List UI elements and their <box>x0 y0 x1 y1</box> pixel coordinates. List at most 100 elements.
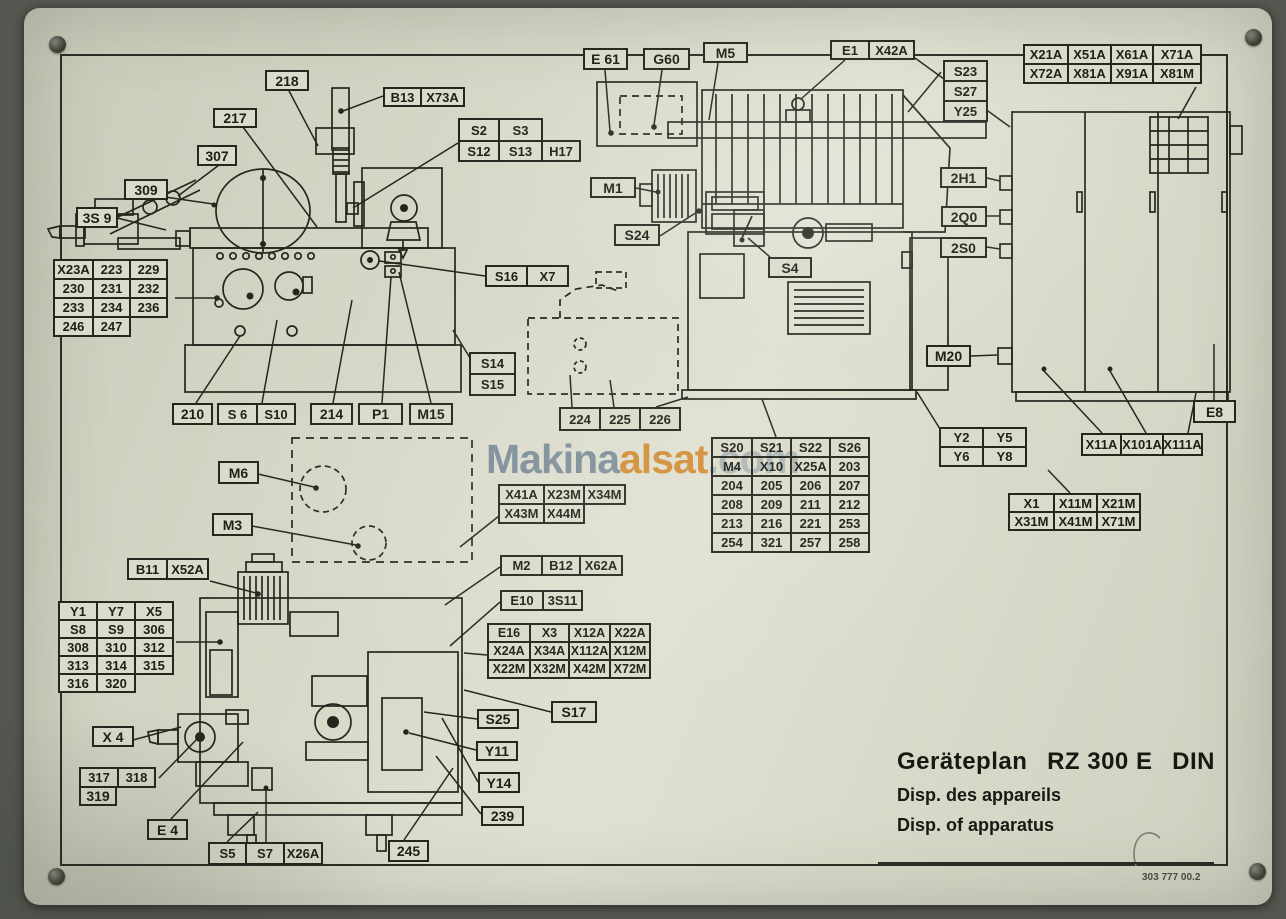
table-cell: X41A <box>498 484 545 505</box>
callout-s4: S4 <box>768 257 812 278</box>
table-cell: X32M <box>529 659 570 679</box>
callout-x42a: X42A <box>868 40 915 60</box>
table-cell: Y8 <box>982 446 1027 467</box>
table-y1: Y1 Y7 X5 S8 S9 306 308 310 312 313 314 3… <box>58 601 174 693</box>
callout-b13-x73a: B13 X73A <box>383 87 465 107</box>
callout-s7: S7 <box>245 842 285 865</box>
table-cell: X12M <box>609 641 651 661</box>
callout-s16-x7: S16 X7 <box>485 265 569 287</box>
table-cell: 308 <box>58 637 98 657</box>
callout-s5: S5 <box>208 842 247 865</box>
callout-226: 226 <box>639 407 681 431</box>
callout-x62a: X62A <box>579 555 623 576</box>
title-rule <box>878 862 1214 864</box>
doc-number: 303 777 00.2 <box>1142 872 1201 883</box>
callout-3s11: 3S11 <box>542 590 583 611</box>
callout-b11-x52a: B11 X52A <box>127 558 209 580</box>
callout-e1: E1 <box>830 40 870 60</box>
table-cell: X1 <box>1008 493 1055 513</box>
table-cell: 216 <box>751 513 792 534</box>
callout-239: 239 <box>481 806 524 826</box>
callout-s10: S10 <box>256 403 296 425</box>
table-cell: X31M <box>1008 511 1055 531</box>
table-e16: E16 X3 X12A X22A X24A X34A X112A X12M X2… <box>487 623 651 679</box>
callout-224: 224 <box>559 407 601 431</box>
callout-318: 318 <box>117 767 156 788</box>
table-cell: 306 <box>134 619 174 639</box>
table-cell: X21M <box>1096 493 1141 513</box>
table-cell: 313 <box>58 655 98 675</box>
callout-e10: E10 <box>500 590 544 611</box>
table-cell: X72A <box>1023 63 1069 84</box>
table-cell: 233 <box>53 297 94 318</box>
table-cell: X44M <box>543 503 585 524</box>
table-cell: X21A <box>1023 44 1069 65</box>
table-cell: Y2 <box>939 427 984 448</box>
table-cell: X71A <box>1152 44 1202 65</box>
callout-s12: S12 <box>458 140 500 162</box>
table-cell: X72M <box>609 659 651 679</box>
callout-e4: E 4 <box>147 819 188 840</box>
table-x21a: X21A X51A X61A X71A X72A X81A X91A X81M <box>1023 44 1202 84</box>
table-cell: 312 <box>134 637 174 657</box>
callout-b11: B11 <box>127 558 168 580</box>
table-cell: 208 <box>711 494 753 515</box>
table-cell: E16 <box>487 623 531 643</box>
callout-x52a: X52A <box>166 558 209 580</box>
table-cell: 258 <box>829 532 870 553</box>
callout-s14: S14 <box>469 352 516 375</box>
table-cell: 212 <box>829 494 870 515</box>
watermark-part2: alsat <box>619 436 708 482</box>
table-cell: 316 <box>58 673 98 693</box>
watermark: Makinaalsat.com <box>486 436 800 483</box>
callout-e1-x42a: E1 X42A <box>830 40 915 60</box>
callout-m20: M20 <box>926 345 971 367</box>
callout-214: 214 <box>310 403 353 425</box>
table-cell: 213 <box>711 513 753 534</box>
callout-s14-s15: S14 S15 <box>469 352 516 396</box>
callout-x111a: X111A <box>1162 433 1203 456</box>
callout-319: 319 <box>79 786 117 806</box>
screw-top-right <box>1245 29 1262 46</box>
callout-m15: M15 <box>409 403 453 425</box>
machine-grinder-drawing <box>46 87 462 393</box>
table-cell: 230 <box>53 278 94 299</box>
table-cell: X42M <box>568 659 611 679</box>
table-cell: X91A <box>1110 63 1154 84</box>
callout-s2-group: S2 S3 S12 S13 H17 <box>458 118 581 162</box>
callout-m2: M2 <box>500 555 543 576</box>
screw-bottom-left <box>48 868 65 885</box>
table-cell: 221 <box>790 513 831 534</box>
callout-s5-s7-x26a: S5 S7 X26A <box>208 842 323 865</box>
callout-317: 317 <box>79 767 119 788</box>
callout-s2: S2 <box>458 118 500 142</box>
table-cell: S26 <box>829 437 870 458</box>
callout-309: 309 <box>124 179 168 200</box>
table-cell: 234 <box>92 297 131 318</box>
table-cell: X5 <box>134 601 174 621</box>
callout-x11a-row: X11A X101A X111A <box>1081 433 1203 456</box>
table-cell: X34A <box>529 641 570 661</box>
callout-s13: S13 <box>498 140 543 162</box>
plate-title: Geräteplan <box>897 748 1028 775</box>
callout-m1: M1 <box>590 177 636 198</box>
table-cell: 236 <box>129 297 168 318</box>
leader-lines <box>116 57 1215 843</box>
table-cell: X23A <box>53 259 94 280</box>
callout-210: 210 <box>172 403 213 425</box>
callout-m2-b12-x62a: M2 B12 X62A <box>500 555 623 576</box>
table-cell: X3 <box>529 623 570 643</box>
table-cell: Y5 <box>982 427 1027 448</box>
table-s20: S20 S21 S22 S26 M4 X10 X25A 203 204 205 … <box>711 437 870 553</box>
callout-s17: S17 <box>551 701 597 723</box>
table-cell: 203 <box>829 456 870 477</box>
callout-x4: X 4 <box>92 726 134 747</box>
callout-b12: B12 <box>541 555 581 576</box>
plate-standard: DIN <box>1172 748 1215 775</box>
table-cell: 231 <box>92 278 131 299</box>
callout-s3: S3 <box>498 118 543 142</box>
callout-e8: E8 <box>1193 400 1236 423</box>
callout-217: 217 <box>213 108 257 128</box>
